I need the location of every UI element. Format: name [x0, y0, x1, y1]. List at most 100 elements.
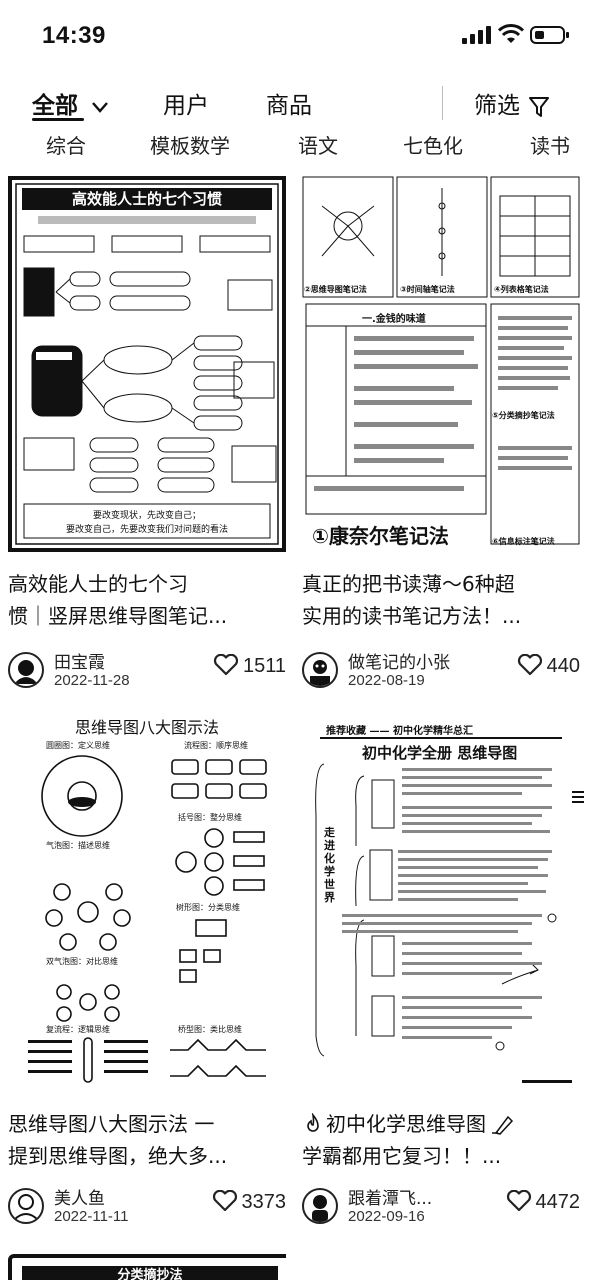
post-date: 2022-11-11 [54, 1208, 129, 1225]
note-author-row: 跟着潭飞... 2022-09-16 4472 [302, 1184, 580, 1232]
cover-label-multi-flow-map: 复流程：逻辑思维 [46, 1025, 110, 1034]
cover-title: ①康奈尔笔记法 [312, 524, 449, 548]
cover-label-bubble-map: 气泡图：描述思维 [46, 841, 110, 850]
author-name[interactable]: 美人鱼 [54, 1189, 105, 1209]
like-count: 4472 [535, 1191, 581, 1213]
note-title-line-1: 初中化学思维导图 [302, 1108, 580, 1140]
note-title[interactable]: 真正的把书读薄～6种超 实用的读书笔记方法！... [302, 568, 580, 632]
filter-icon [529, 96, 550, 117]
note-title-line-1: 高效能人士的七个习 [8, 572, 188, 596]
fire-icon [307, 1112, 319, 1132]
like-button[interactable]: 440 [517, 654, 580, 678]
note-title-line-2: 实用的读书笔记方法！... [302, 604, 522, 628]
chevron-down-icon[interactable] [92, 101, 108, 113]
tab-users[interactable]: 用户 [163, 93, 209, 119]
thinking-maps-cover-graphic [28, 755, 267, 1083]
tab-all-label: 全部 [32, 93, 78, 119]
cover-label-tree-map: 树形图：分类思维 [176, 903, 240, 912]
post-date: 2022-08-19 [348, 672, 425, 689]
note-cover-image[interactable]: 思维导图八大图示法 圆圈图：定义思维 流程图：顺序思维 气泡图：描述思维 括号图… [8, 706, 286, 1092]
avatar-image [312, 1195, 328, 1222]
avatar[interactable] [302, 652, 338, 688]
cover-label-table: ④列表格笔记法 [494, 285, 549, 294]
filter-label: 筛选 [474, 93, 520, 119]
cover-label-annotation: ⑥信息标注笔记法 [492, 537, 555, 546]
note-card[interactable]: 思维导图八大图示法 圆圈图：定义思维 流程图：顺序思维 气泡图：描述思维 括号图… [8, 706, 286, 1236]
heart-icon [213, 654, 239, 676]
note-title-line-1: 真正的把书读薄～6种超 [302, 572, 515, 596]
like-count: 440 [546, 655, 580, 677]
cover-label-bridge-map: 桥型图：类比思维 [178, 1025, 242, 1034]
tab-all[interactable]: 全部 [32, 86, 108, 120]
note-card[interactable]: 高效能人士的七个习惯 要改变现状，先改变自己； 要改变自己，先要改变我们对问题的… [8, 176, 286, 696]
note-author-row: 美人鱼 2022-11-11 3373 [8, 1184, 286, 1232]
avatar-image [310, 660, 330, 686]
note-title-line-2: 学霸都用它复习！！... [302, 1144, 502, 1168]
filter-button[interactable]: 筛选 [474, 86, 550, 120]
note-card[interactable]: ②思维导图笔记法 ③时间轴笔记法 ④列表格笔记法 一.金钱的味道 ⑤分类摘抄笔记… [302, 176, 580, 696]
mindmap-cover-graphic [8, 176, 286, 552]
cover-label-double-bubble-map: 双气泡图：对比思维 [46, 957, 118, 966]
heart-icon [212, 1190, 237, 1212]
cover-label-flow-map: 流程图：顺序思维 [184, 741, 248, 750]
pen-icon [492, 1115, 514, 1135]
note-title[interactable]: 初中化学思维导图 学霸都用它复习！！... [302, 1108, 580, 1172]
note-title[interactable]: 高效能人士的七个习 惯｜竖屏思维导图笔记... [8, 568, 286, 632]
cover-title: 思维导图八大图示法 [74, 718, 219, 737]
note-title-line-2: 提到思维导图，绝大多... [8, 1144, 228, 1168]
avatar[interactable] [8, 1188, 44, 1224]
chip-reading[interactable]: 读书 [530, 134, 570, 158]
battery-icon [530, 26, 569, 44]
note-cover-image[interactable]: 高效能人士的七个习惯 要改变现状，先改变自己； 要改变自己，先要改变我们对问题的… [8, 176, 286, 552]
chip-general[interactable]: 综合 [46, 134, 86, 158]
like-count: 1511 [242, 655, 286, 677]
note-card[interactable]: 分类摘抄法 [8, 1254, 286, 1280]
note-title-line-2: 惯｜竖屏思维导图笔记... [8, 604, 228, 628]
like-button[interactable]: 1511 [213, 654, 286, 678]
cover-label-excerpt: ⑤分类摘抄笔记法 [492, 411, 555, 420]
like-button[interactable]: 4472 [506, 1190, 581, 1214]
chip-chinese[interactable]: 语文 [298, 134, 338, 158]
note-cover-image[interactable]: 分类摘抄法 [8, 1254, 286, 1280]
active-tab-indicator [32, 118, 84, 121]
post-date: 2022-09-16 [348, 1208, 425, 1225]
note-title[interactable]: 思维导图八大图示法 一 提到思维导图，绝大多... [8, 1108, 286, 1172]
status-bar: 14:39 [0, 0, 591, 72]
avatar[interactable] [8, 652, 44, 688]
avatar-image [14, 660, 38, 684]
cover-label-mindmap: ②思维导图笔记法 [304, 285, 367, 294]
wifi-icon [498, 24, 524, 43]
note-card[interactable]: 推荐收藏 —— 初中化学精华总汇 初中化学全册 思维导图 走进化学世界 初中化学… [302, 706, 580, 1236]
author-name[interactable]: 做笔记的小张 [348, 653, 450, 673]
like-button[interactable]: 3373 [212, 1190, 287, 1214]
note-title-line-1: 思维导图八大图示法 一 [8, 1112, 215, 1136]
cover-section-heading: 一.金钱的味道 [362, 314, 426, 325]
cover-label-brace-map: 括号图：整分思维 [178, 813, 242, 822]
cover-subtitle: 推荐收藏 —— 初中化学精华总汇 [326, 726, 473, 737]
author-name[interactable]: 田宝霞 [54, 653, 105, 673]
tab-divider [442, 86, 443, 120]
chip-seven-colors[interactable]: 七色化 [403, 134, 463, 158]
note-title-text-1: 初中化学思维导图 [326, 1112, 486, 1136]
heart-icon [506, 1190, 531, 1212]
notes-methods-collage-graphic [302, 176, 580, 545]
like-count: 3373 [241, 1191, 287, 1213]
cover-label-circle-map: 圆圈图：定义思维 [46, 741, 110, 750]
heart-icon [517, 654, 542, 676]
note-cover-image[interactable]: ②思维导图笔记法 ③时间轴笔记法 ④列表格笔记法 一.金钱的味道 ⑤分类摘抄笔记… [302, 176, 580, 552]
next-cover-banner [22, 1266, 278, 1280]
avatar-image [13, 1194, 39, 1221]
note-author-row: 田宝霞 2022-11-28 1511 [8, 648, 286, 696]
menu-handle-icon[interactable] [572, 790, 584, 804]
category-chips: 综合 模板数学 语文 七色化 读书 [0, 128, 591, 160]
status-time: 14:39 [42, 22, 106, 49]
chip-template-math[interactable]: 模板数学 [150, 134, 230, 158]
note-cover-image[interactable]: 推荐收藏 —— 初中化学精华总汇 初中化学全册 思维导图 走进化学世界 [302, 706, 580, 1092]
tab-goods[interactable]: 商品 [266, 93, 312, 119]
avatar[interactable] [302, 1188, 338, 1224]
cover-title: 高效能人士的七个习惯 [71, 190, 222, 208]
cover-title: 分类摘抄法 [117, 1268, 183, 1280]
author-name[interactable]: 跟着潭飞... [348, 1189, 433, 1209]
cover-title: 初中化学全册 思维导图 [362, 744, 518, 762]
cover-footer-line-2: 要改变自己，先要改变我们对问题的看法 [65, 525, 228, 535]
